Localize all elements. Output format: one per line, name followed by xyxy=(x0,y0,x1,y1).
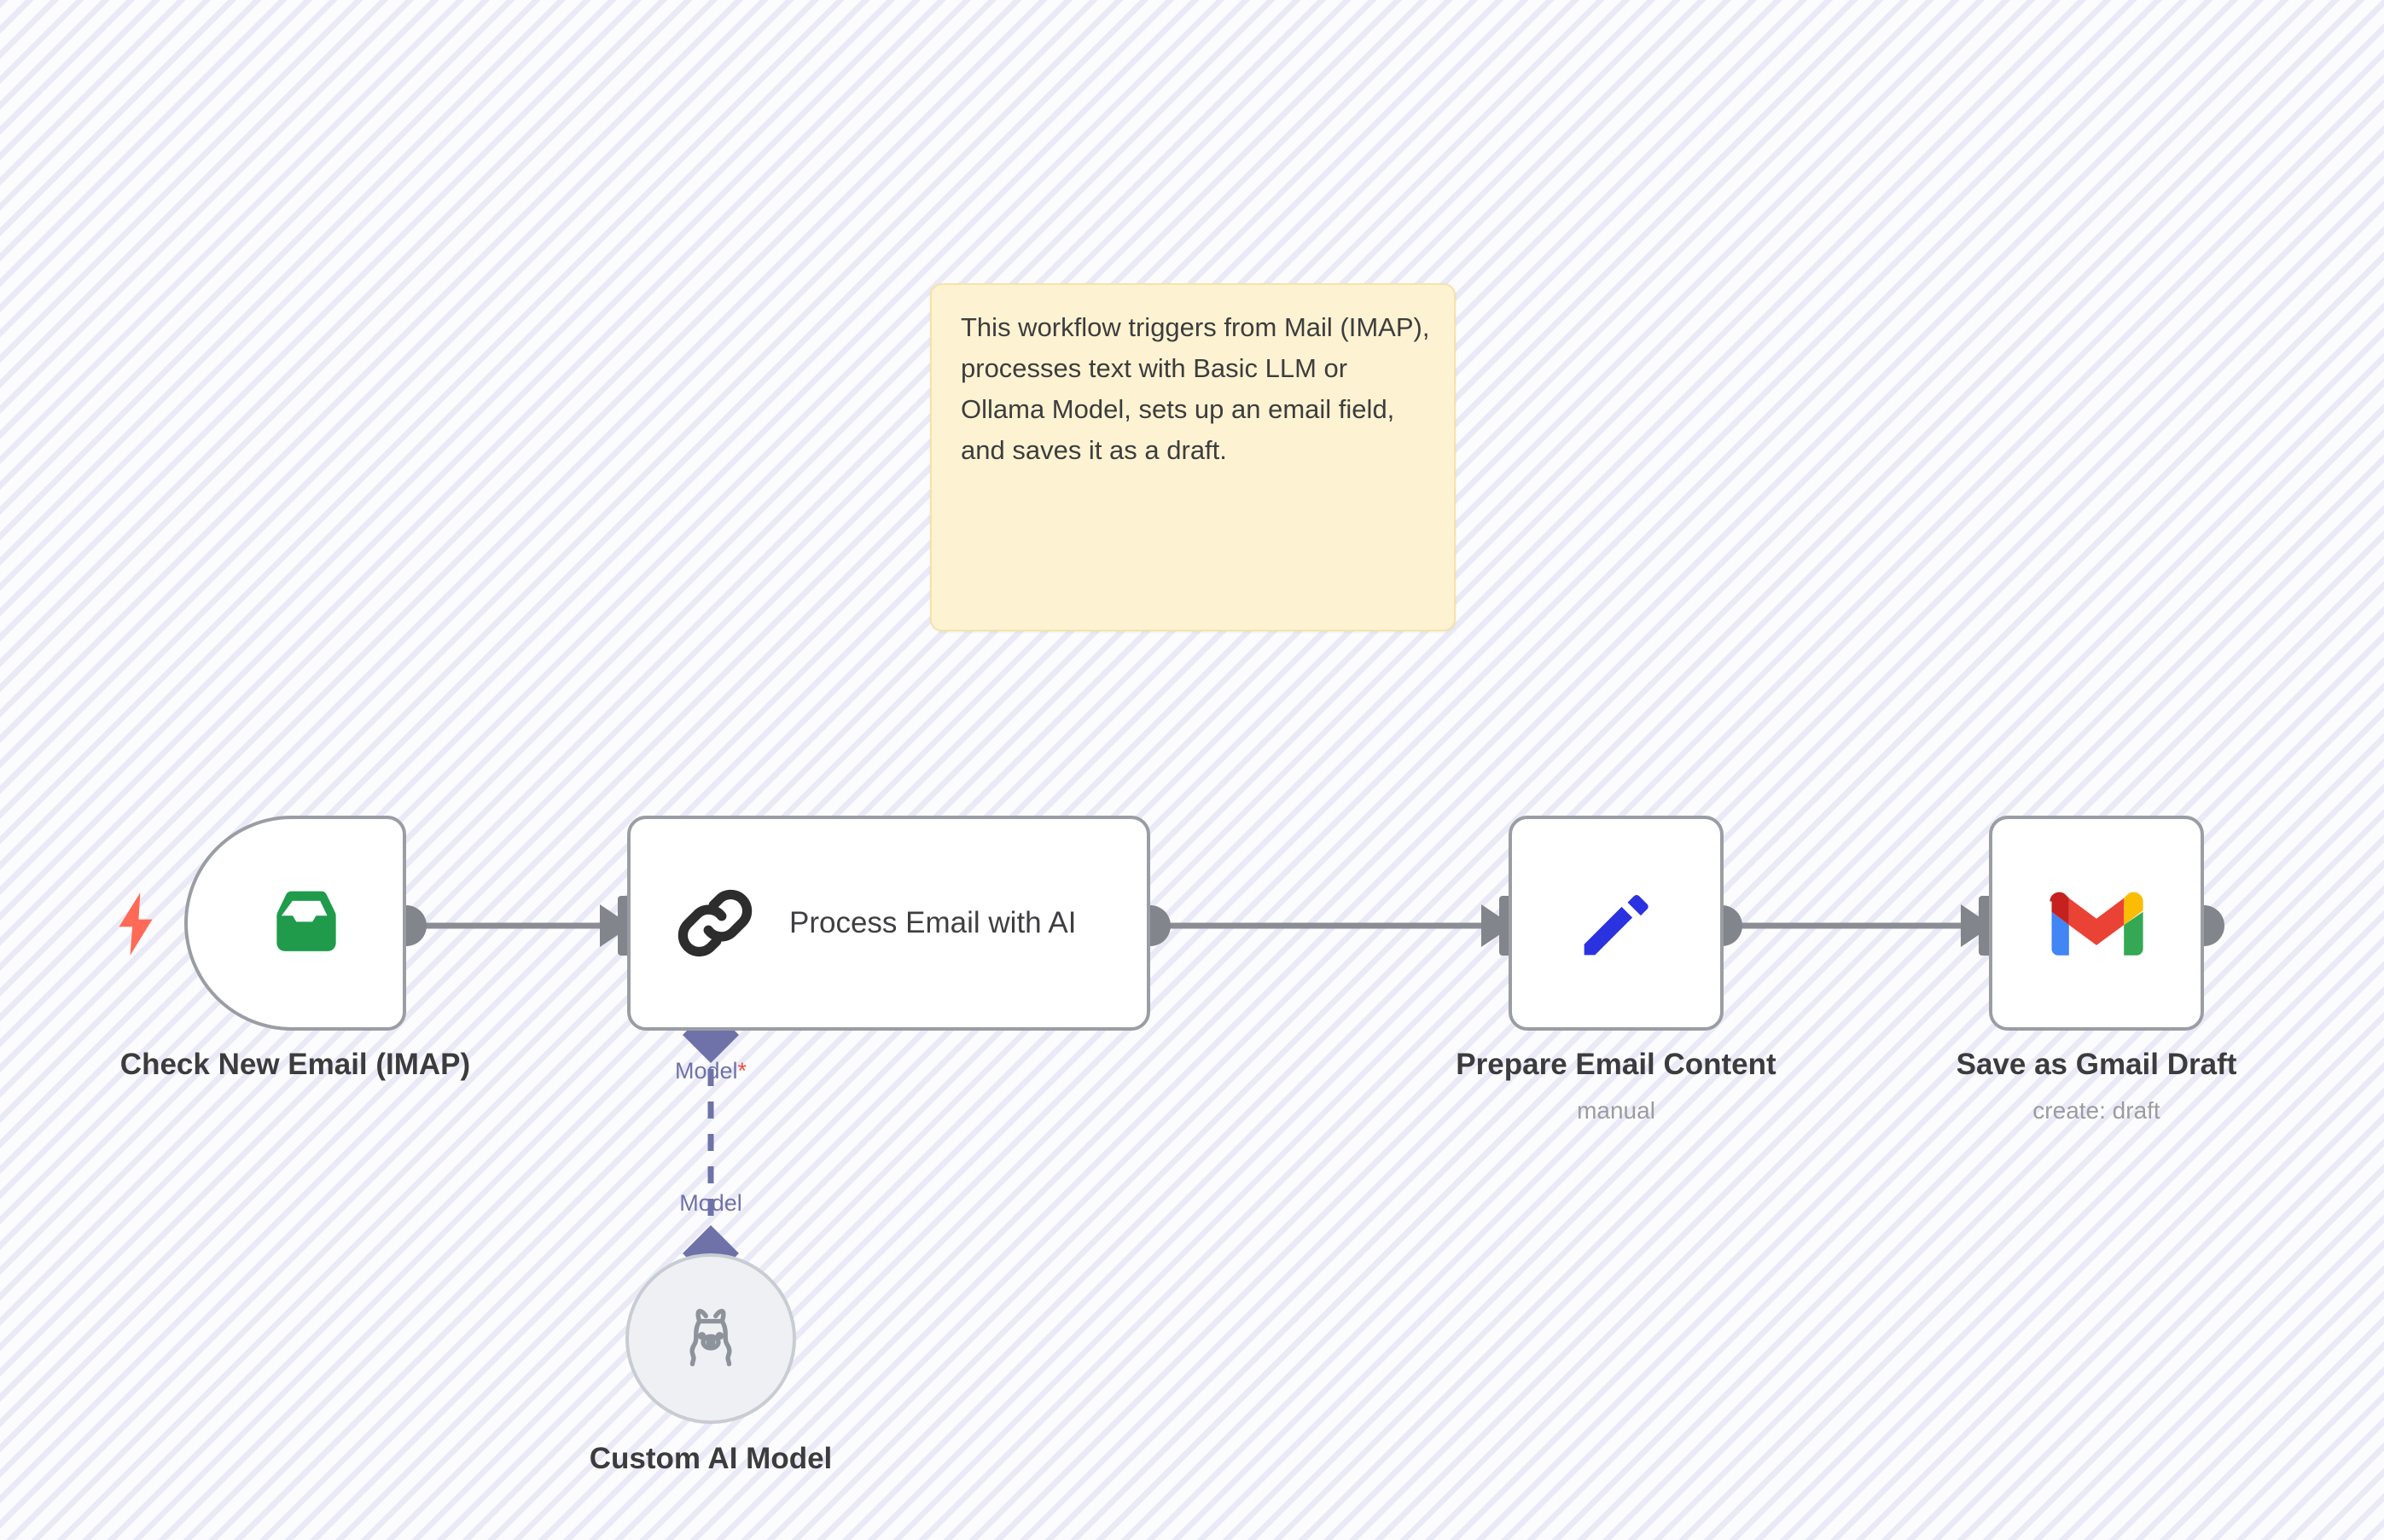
model-port-required-marker: * xyxy=(737,1058,747,1084)
node-process-email-with-ai[interactable]: Process Email with AI xyxy=(627,816,1150,1031)
node-label-check-new-email-imap: Check New Email (IMAP) xyxy=(119,1048,471,1081)
model-link-label: Model xyxy=(679,1190,742,1216)
node-check-new-email-imap[interactable] xyxy=(184,816,406,1031)
connection-ai-to-prepare[interactable] xyxy=(1130,896,1518,956)
connection-model-link[interactable] xyxy=(683,1007,739,1281)
node-label-custom-ai-model: Custom AI Model xyxy=(589,1442,833,1475)
inbox-icon xyxy=(188,819,403,1027)
trigger-bolt-icon xyxy=(113,892,158,961)
node-sublabel-save-as-gmail-draft: create: draft xyxy=(2032,1097,2160,1124)
llama-icon xyxy=(674,1302,747,1375)
node-custom-ai-model[interactable] xyxy=(625,1253,796,1424)
node-prepare-email-content[interactable] xyxy=(1509,816,1724,1031)
node-save-as-gmail-draft[interactable] xyxy=(1989,816,2204,1031)
sticky-note-text: This workflow triggers from Mail (IMAP),… xyxy=(961,312,1430,465)
connection-trigger-to-ai[interactable] xyxy=(386,896,637,956)
model-port-label: Model* xyxy=(608,1058,813,1084)
sticky-note[interactable]: This workflow triggers from Mail (IMAP),… xyxy=(930,283,1456,631)
node-label-prepare-email-content: Prepare Email Content xyxy=(1456,1048,1776,1081)
pencil-icon xyxy=(1512,819,1720,1027)
node-label-save-as-gmail-draft: Save as Gmail Draft xyxy=(1956,1048,2237,1081)
connection-prepare-to-gmail[interactable] xyxy=(1701,896,1997,956)
node-sublabel-prepare-email-content: manual xyxy=(1577,1097,1655,1124)
model-port-label-text: Model xyxy=(674,1058,738,1084)
node-inner-label-process-email-with-ai: Process Email with AI xyxy=(789,906,1077,939)
chain-link-icon xyxy=(660,819,770,1027)
gmail-icon xyxy=(1992,819,2201,1027)
